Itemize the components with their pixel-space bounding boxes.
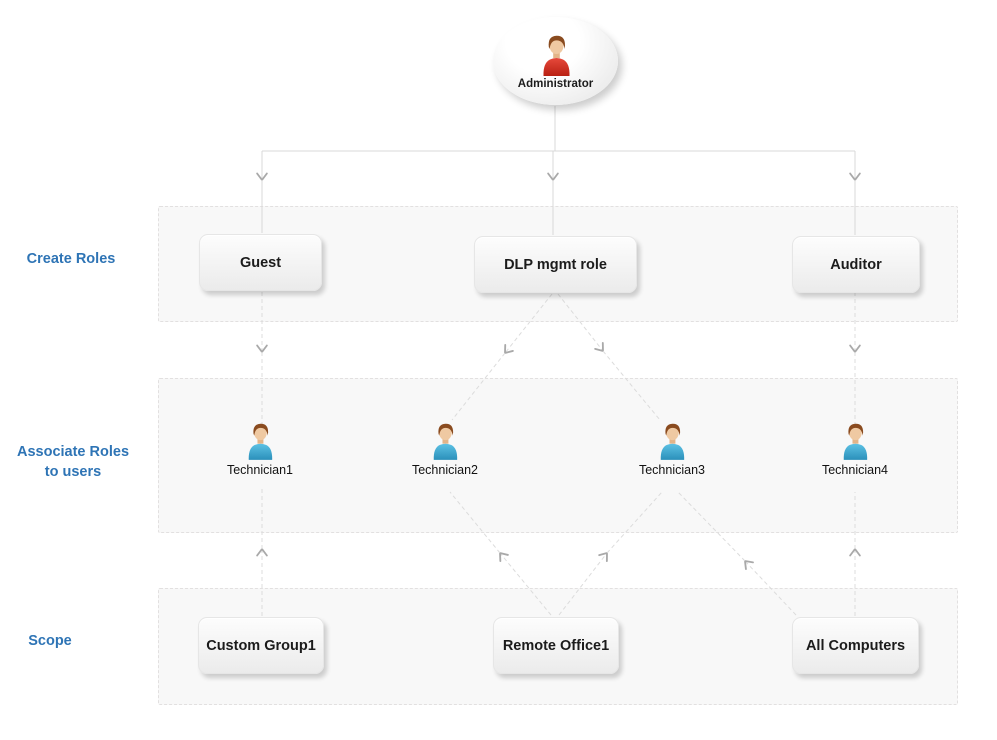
scope-node-custom-group1: Custom Group1 [198, 617, 324, 674]
create-roles-label-text: Create Roles [26, 251, 116, 267]
role-node-dlp-mgmt-role: DLP mgmt role [474, 236, 637, 293]
technician2-person-icon [433, 423, 458, 460]
role-node-auditor: Auditor [792, 236, 920, 293]
technician2-label: Technician2 [411, 463, 478, 477]
associate-roles-label-line2: to users [44, 464, 102, 480]
role-node-guest-label: Guest [239, 254, 282, 271]
technician1-person-icon [248, 423, 273, 460]
scope-label-text: Scope [28, 633, 72, 649]
associate-roles-label: Associate Roles to users [8, 442, 138, 482]
technician3-label: Technician3 [638, 463, 705, 477]
associate-roles-label-line1: Associate Roles [16, 444, 130, 460]
role-node-auditor-label: Auditor [830, 256, 882, 273]
administrator-label: Administrator [517, 77, 594, 90]
scope-node-custom-group1-label: Custom Group1 [206, 637, 316, 654]
scope-node-all-computers-label: All Computers [805, 637, 906, 654]
scope-label: Scope [10, 631, 90, 651]
associate-roles-band [158, 378, 958, 533]
technician3-person-icon [660, 423, 685, 460]
technician4-person-icon [843, 423, 868, 460]
create-roles-label: Create Roles [8, 249, 134, 269]
technician3-node: Technician3 [612, 421, 732, 477]
technician2-node: Technician2 [385, 421, 505, 477]
administrator-person-icon [542, 35, 570, 76]
technician1-node: Technician1 [200, 421, 320, 477]
administrator-node: Administrator [493, 17, 618, 105]
scope-node-remote-office1-label: Remote Office1 [502, 637, 610, 654]
scope-node-remote-office1: Remote Office1 [493, 617, 619, 674]
scope-node-all-computers: All Computers [792, 617, 919, 674]
role-node-dlp-mgmt-role-label: DLP mgmt role [504, 256, 607, 273]
technician4-node: Technician4 [795, 421, 915, 477]
technician1-label: Technician1 [226, 463, 293, 477]
technician4-label: Technician4 [821, 463, 888, 477]
role-node-guest: Guest [199, 234, 322, 291]
